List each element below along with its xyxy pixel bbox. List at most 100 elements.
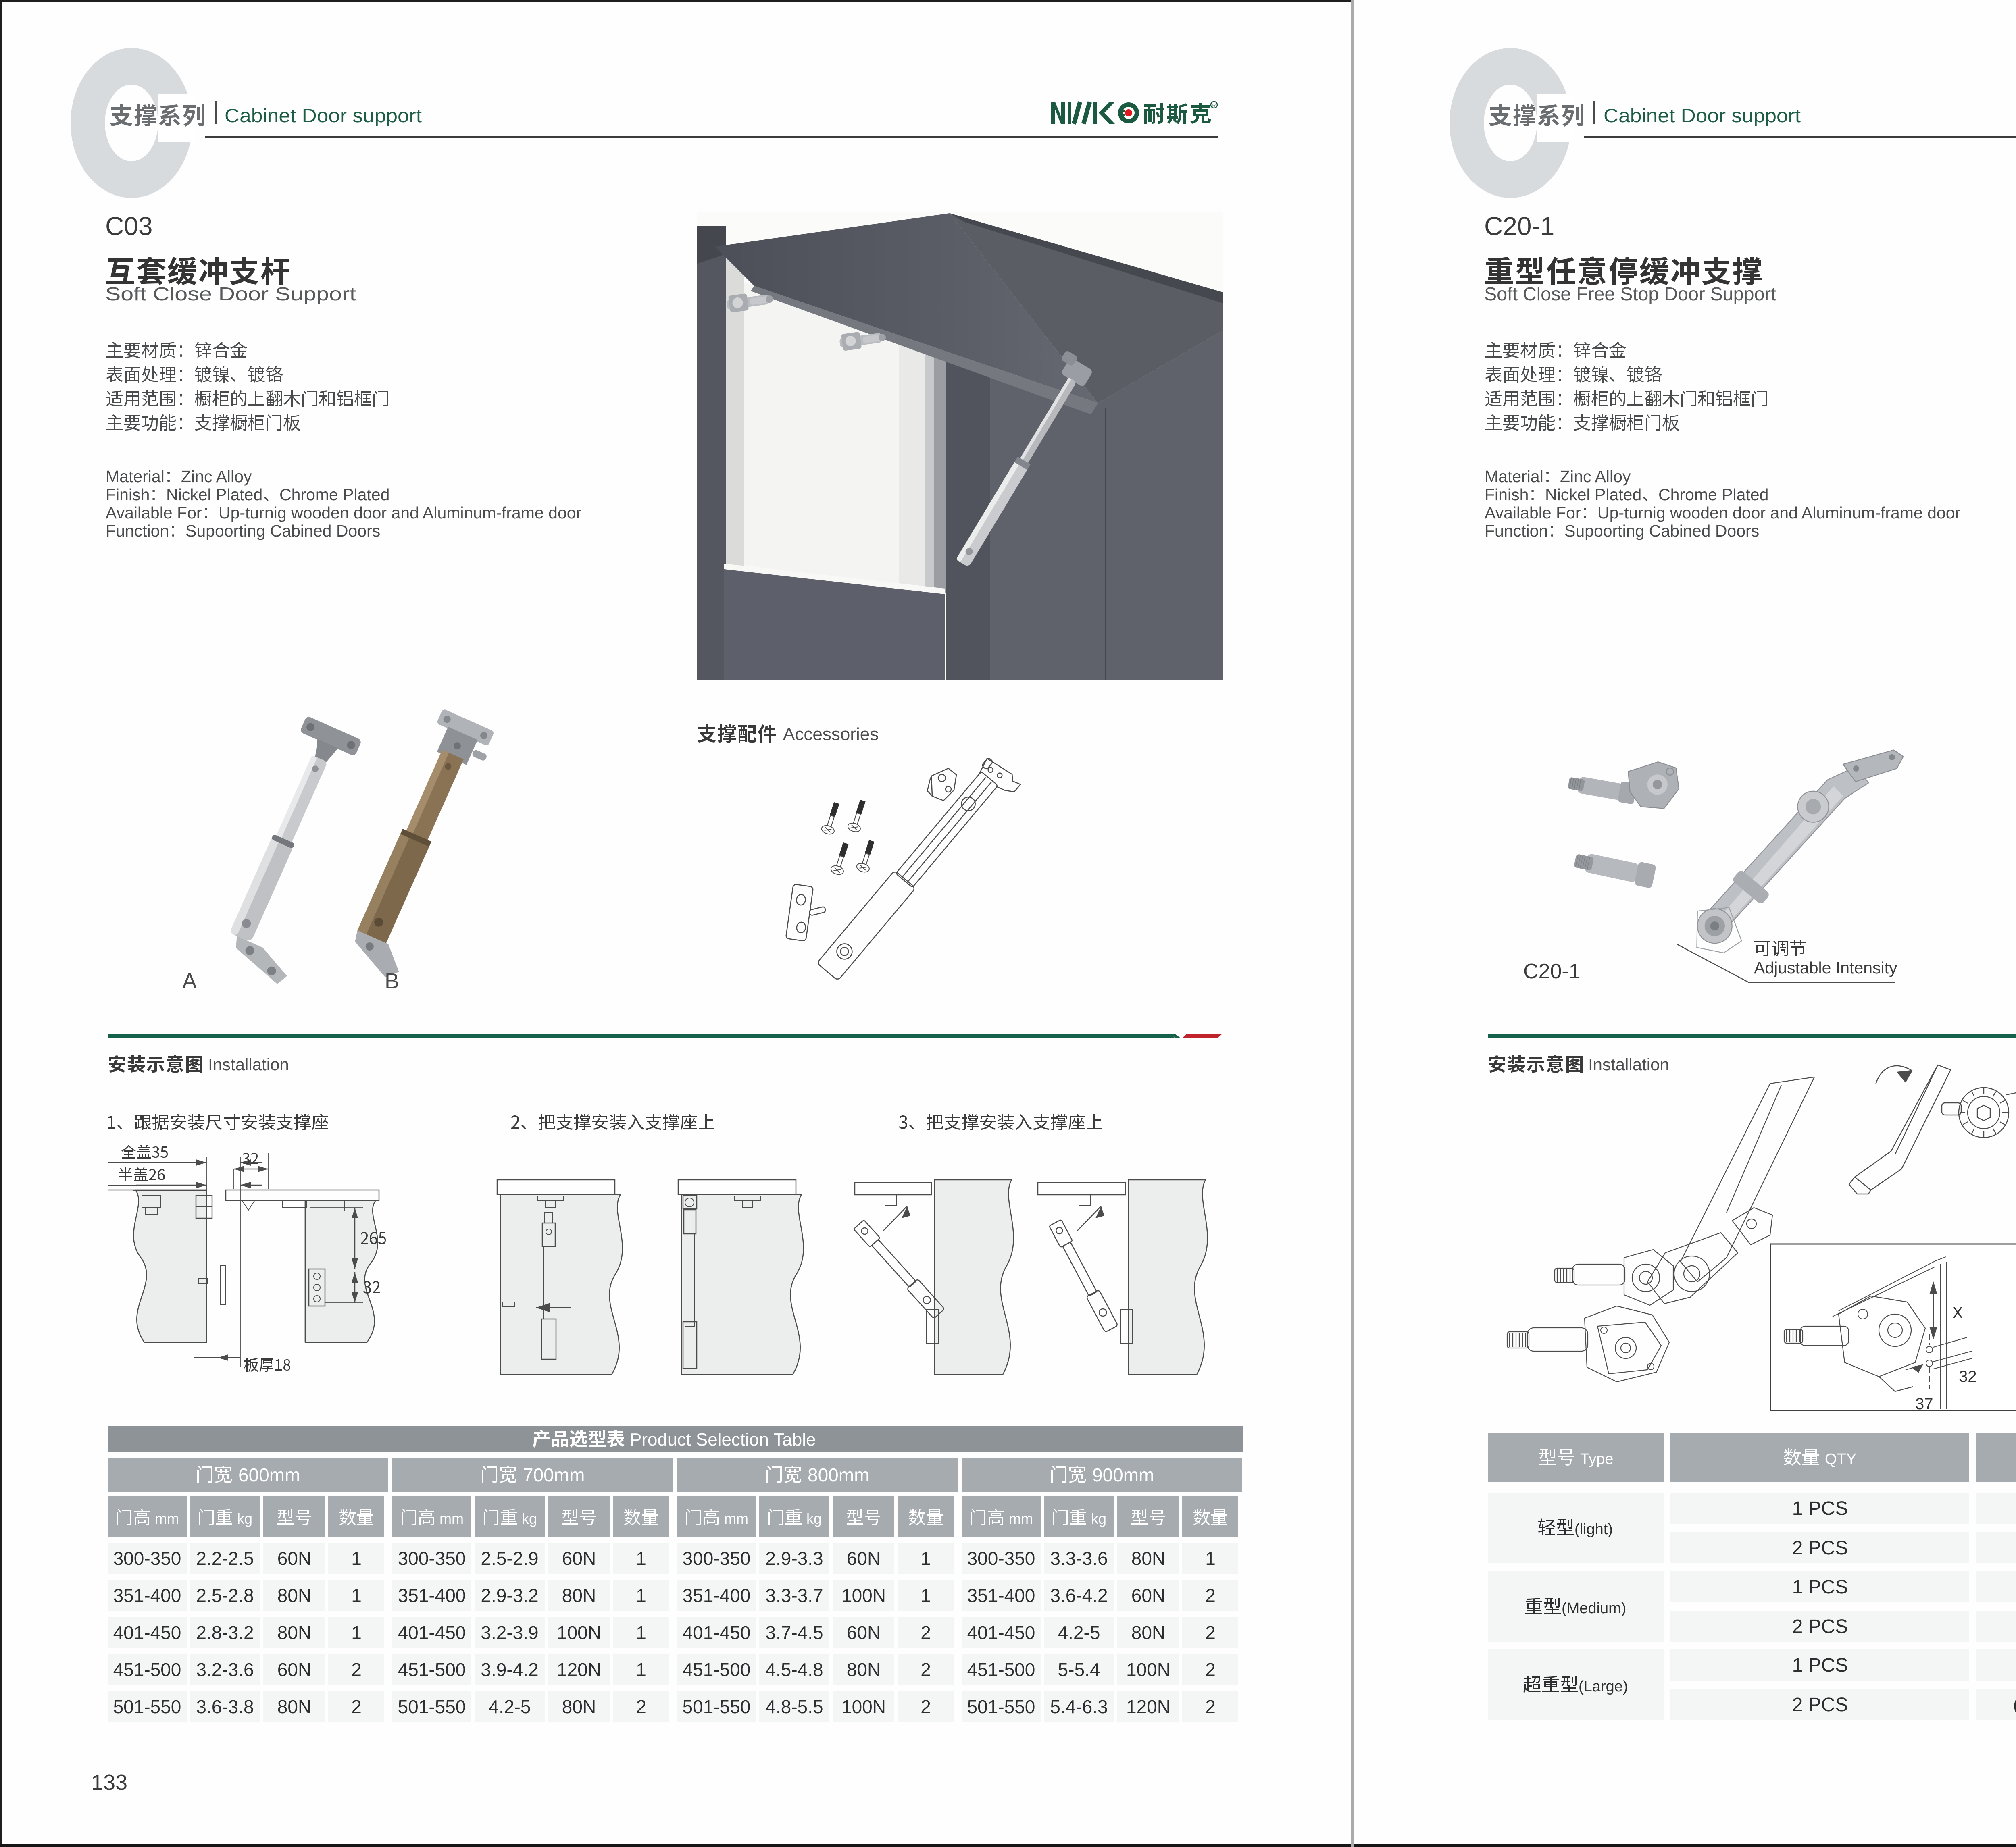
svg-text:2: 2 [1205, 1585, 1216, 1606]
svg-text:100N: 100N [841, 1585, 886, 1606]
svg-text:60N: 60N [847, 1548, 881, 1569]
svg-text:C20-1: C20-1 [1523, 960, 1581, 983]
svg-text:3.7-4.5: 3.7-4.5 [765, 1622, 823, 1643]
svg-text:2.5-2.8: 2.5-2.8 [196, 1585, 254, 1606]
svg-text:Cabinet Door support: Cabinet Door support [225, 105, 422, 126]
svg-text:2: 2 [636, 1696, 646, 1717]
svg-text:2: 2 [1205, 1622, 1216, 1643]
svg-text:3.9-4.2: 3.9-4.2 [481, 1659, 538, 1680]
svg-text:B: B [385, 969, 399, 993]
svg-text:Finish: Finish [106, 485, 150, 504]
svg-text:R: R [1212, 103, 1216, 108]
svg-text:37: 37 [1915, 1395, 1933, 1413]
svg-text:451-500: 451-500 [967, 1659, 1035, 1680]
svg-text:Available For: Available For [1485, 503, 1581, 522]
svg-text:kg: kg [1091, 1510, 1106, 1527]
svg-text:4.8-5.5: 4.8-5.5 [765, 1696, 823, 1717]
svg-text:mm: mm [155, 1510, 179, 1527]
svg-text:Soft Close Free Stop Door Supp: Soft Close Free Stop Door Support [1484, 283, 1776, 304]
svg-text:4.2-5: 4.2-5 [489, 1696, 531, 1717]
svg-text:1 PCS: 1 PCS [1792, 1498, 1848, 1519]
svg-text:Soft Close Door Support: Soft Close Door Support [105, 283, 356, 304]
svg-text:mm: mm [1009, 1510, 1033, 1527]
svg-text:351-400: 351-400 [683, 1585, 751, 1606]
svg-text:300-350: 300-350 [683, 1548, 751, 1569]
svg-text:Supoorting Cabined Doors: Supoorting Cabined Doors [185, 522, 380, 540]
svg-text:501-550: 501-550 [967, 1696, 1035, 1717]
svg-text:A: A [182, 969, 197, 993]
svg-text:kg: kg [806, 1510, 822, 1527]
svg-text:Installation: Installation [208, 1055, 289, 1074]
svg-text:2.8-3.2: 2.8-3.2 [196, 1622, 254, 1643]
svg-text:4.5-4.8: 4.5-4.8 [765, 1659, 823, 1680]
svg-text:5-5.4: 5-5.4 [1058, 1659, 1100, 1680]
svg-text:1: 1 [636, 1622, 646, 1643]
svg-text:401-450: 401-450 [683, 1622, 751, 1643]
svg-text:80N: 80N [562, 1696, 596, 1717]
svg-text:1: 1 [351, 1622, 362, 1643]
svg-text:1 PCS: 1 PCS [1792, 1655, 1848, 1676]
svg-text:Function: Function [106, 522, 169, 540]
svg-text:501-550: 501-550 [113, 1696, 181, 1717]
svg-text:Zinc Alloy: Zinc Alloy [1560, 467, 1631, 486]
svg-text:3.6-4.2: 3.6-4.2 [1050, 1585, 1108, 1606]
svg-text:501-550: 501-550 [398, 1696, 466, 1717]
svg-text:900mm: 900mm [1092, 1464, 1154, 1485]
svg-text:C03: C03 [105, 212, 152, 241]
svg-text:1: 1 [1205, 1548, 1216, 1569]
svg-text:120N: 120N [1126, 1696, 1170, 1717]
svg-text:401-450: 401-450 [967, 1622, 1035, 1643]
svg-text:Adjustable Intensity: Adjustable Intensity [1754, 959, 1897, 977]
svg-text:2: 2 [351, 1696, 362, 1717]
svg-text:80N: 80N [1131, 1548, 1165, 1569]
svg-text:3.6-3.8: 3.6-3.8 [196, 1696, 254, 1717]
svg-text:(Large): (Large) [1579, 1678, 1628, 1695]
svg-text:80N: 80N [277, 1622, 311, 1643]
svg-text:mm: mm [724, 1510, 748, 1527]
svg-text:(Medium): (Medium) [1562, 1600, 1626, 1617]
svg-text:3.2-3.9: 3.2-3.9 [481, 1622, 538, 1643]
svg-text:2.9-3.3: 2.9-3.3 [765, 1548, 823, 1569]
svg-text:2: 2 [921, 1696, 931, 1717]
svg-text:32: 32 [1959, 1368, 1977, 1385]
svg-text:3.3-3.6: 3.3-3.6 [1050, 1548, 1108, 1569]
svg-text:451-500: 451-500 [398, 1659, 466, 1680]
svg-text:kg: kg [522, 1510, 537, 1527]
svg-text:1: 1 [921, 1585, 931, 1606]
svg-text:Chrome Plated: Chrome Plated [279, 485, 389, 504]
svg-text:80N: 80N [277, 1585, 311, 1606]
svg-text:60N: 60N [847, 1622, 881, 1643]
svg-text:Accessories: Accessories [783, 724, 879, 744]
svg-text:3.2-3.6: 3.2-3.6 [196, 1659, 254, 1680]
svg-text:Material: Material [1485, 467, 1543, 486]
svg-text:1: 1 [351, 1585, 362, 1606]
svg-text:351-400: 351-400 [398, 1585, 466, 1606]
svg-text:351-400: 351-400 [967, 1585, 1035, 1606]
svg-text:X: X [1952, 1304, 1963, 1322]
svg-text:80N: 80N [1131, 1622, 1165, 1643]
svg-text:501-550: 501-550 [683, 1696, 751, 1717]
svg-text:Up-turnig wooden door and Alum: Up-turnig wooden door and Aluminum-frame… [1597, 503, 1960, 522]
svg-text:60N: 60N [1131, 1585, 1165, 1606]
svg-text:2.5-2.9: 2.5-2.9 [481, 1548, 538, 1569]
svg-text:100N: 100N [841, 1696, 886, 1717]
svg-text:351-400: 351-400 [113, 1585, 181, 1606]
svg-text:451-500: 451-500 [113, 1659, 181, 1680]
svg-text:401-450: 401-450 [398, 1622, 466, 1643]
svg-text:Type: Type [1580, 1451, 1613, 1468]
svg-text:80N: 80N [277, 1696, 311, 1717]
svg-text:kg: kg [237, 1510, 252, 1527]
svg-text:60N: 60N [277, 1659, 311, 1680]
svg-text:2: 2 [351, 1659, 362, 1680]
svg-text:Installation: Installation [1588, 1055, 1669, 1074]
svg-text:2: 2 [921, 1659, 931, 1680]
svg-text:120N: 120N [557, 1659, 601, 1680]
svg-text:mm: mm [439, 1510, 464, 1527]
svg-text:80N: 80N [847, 1659, 881, 1680]
svg-text:700mm: 700mm [523, 1464, 585, 1485]
svg-text:2.2-2.5: 2.2-2.5 [196, 1548, 254, 1569]
svg-text:Finish: Finish [1485, 485, 1529, 504]
svg-text:Up-turnig wooden door and Alum: Up-turnig wooden door and Aluminum-frame… [219, 503, 581, 522]
svg-text:1 PCS: 1 PCS [1792, 1577, 1848, 1598]
svg-text:Nickel Plated: Nickel Plated [166, 485, 262, 504]
